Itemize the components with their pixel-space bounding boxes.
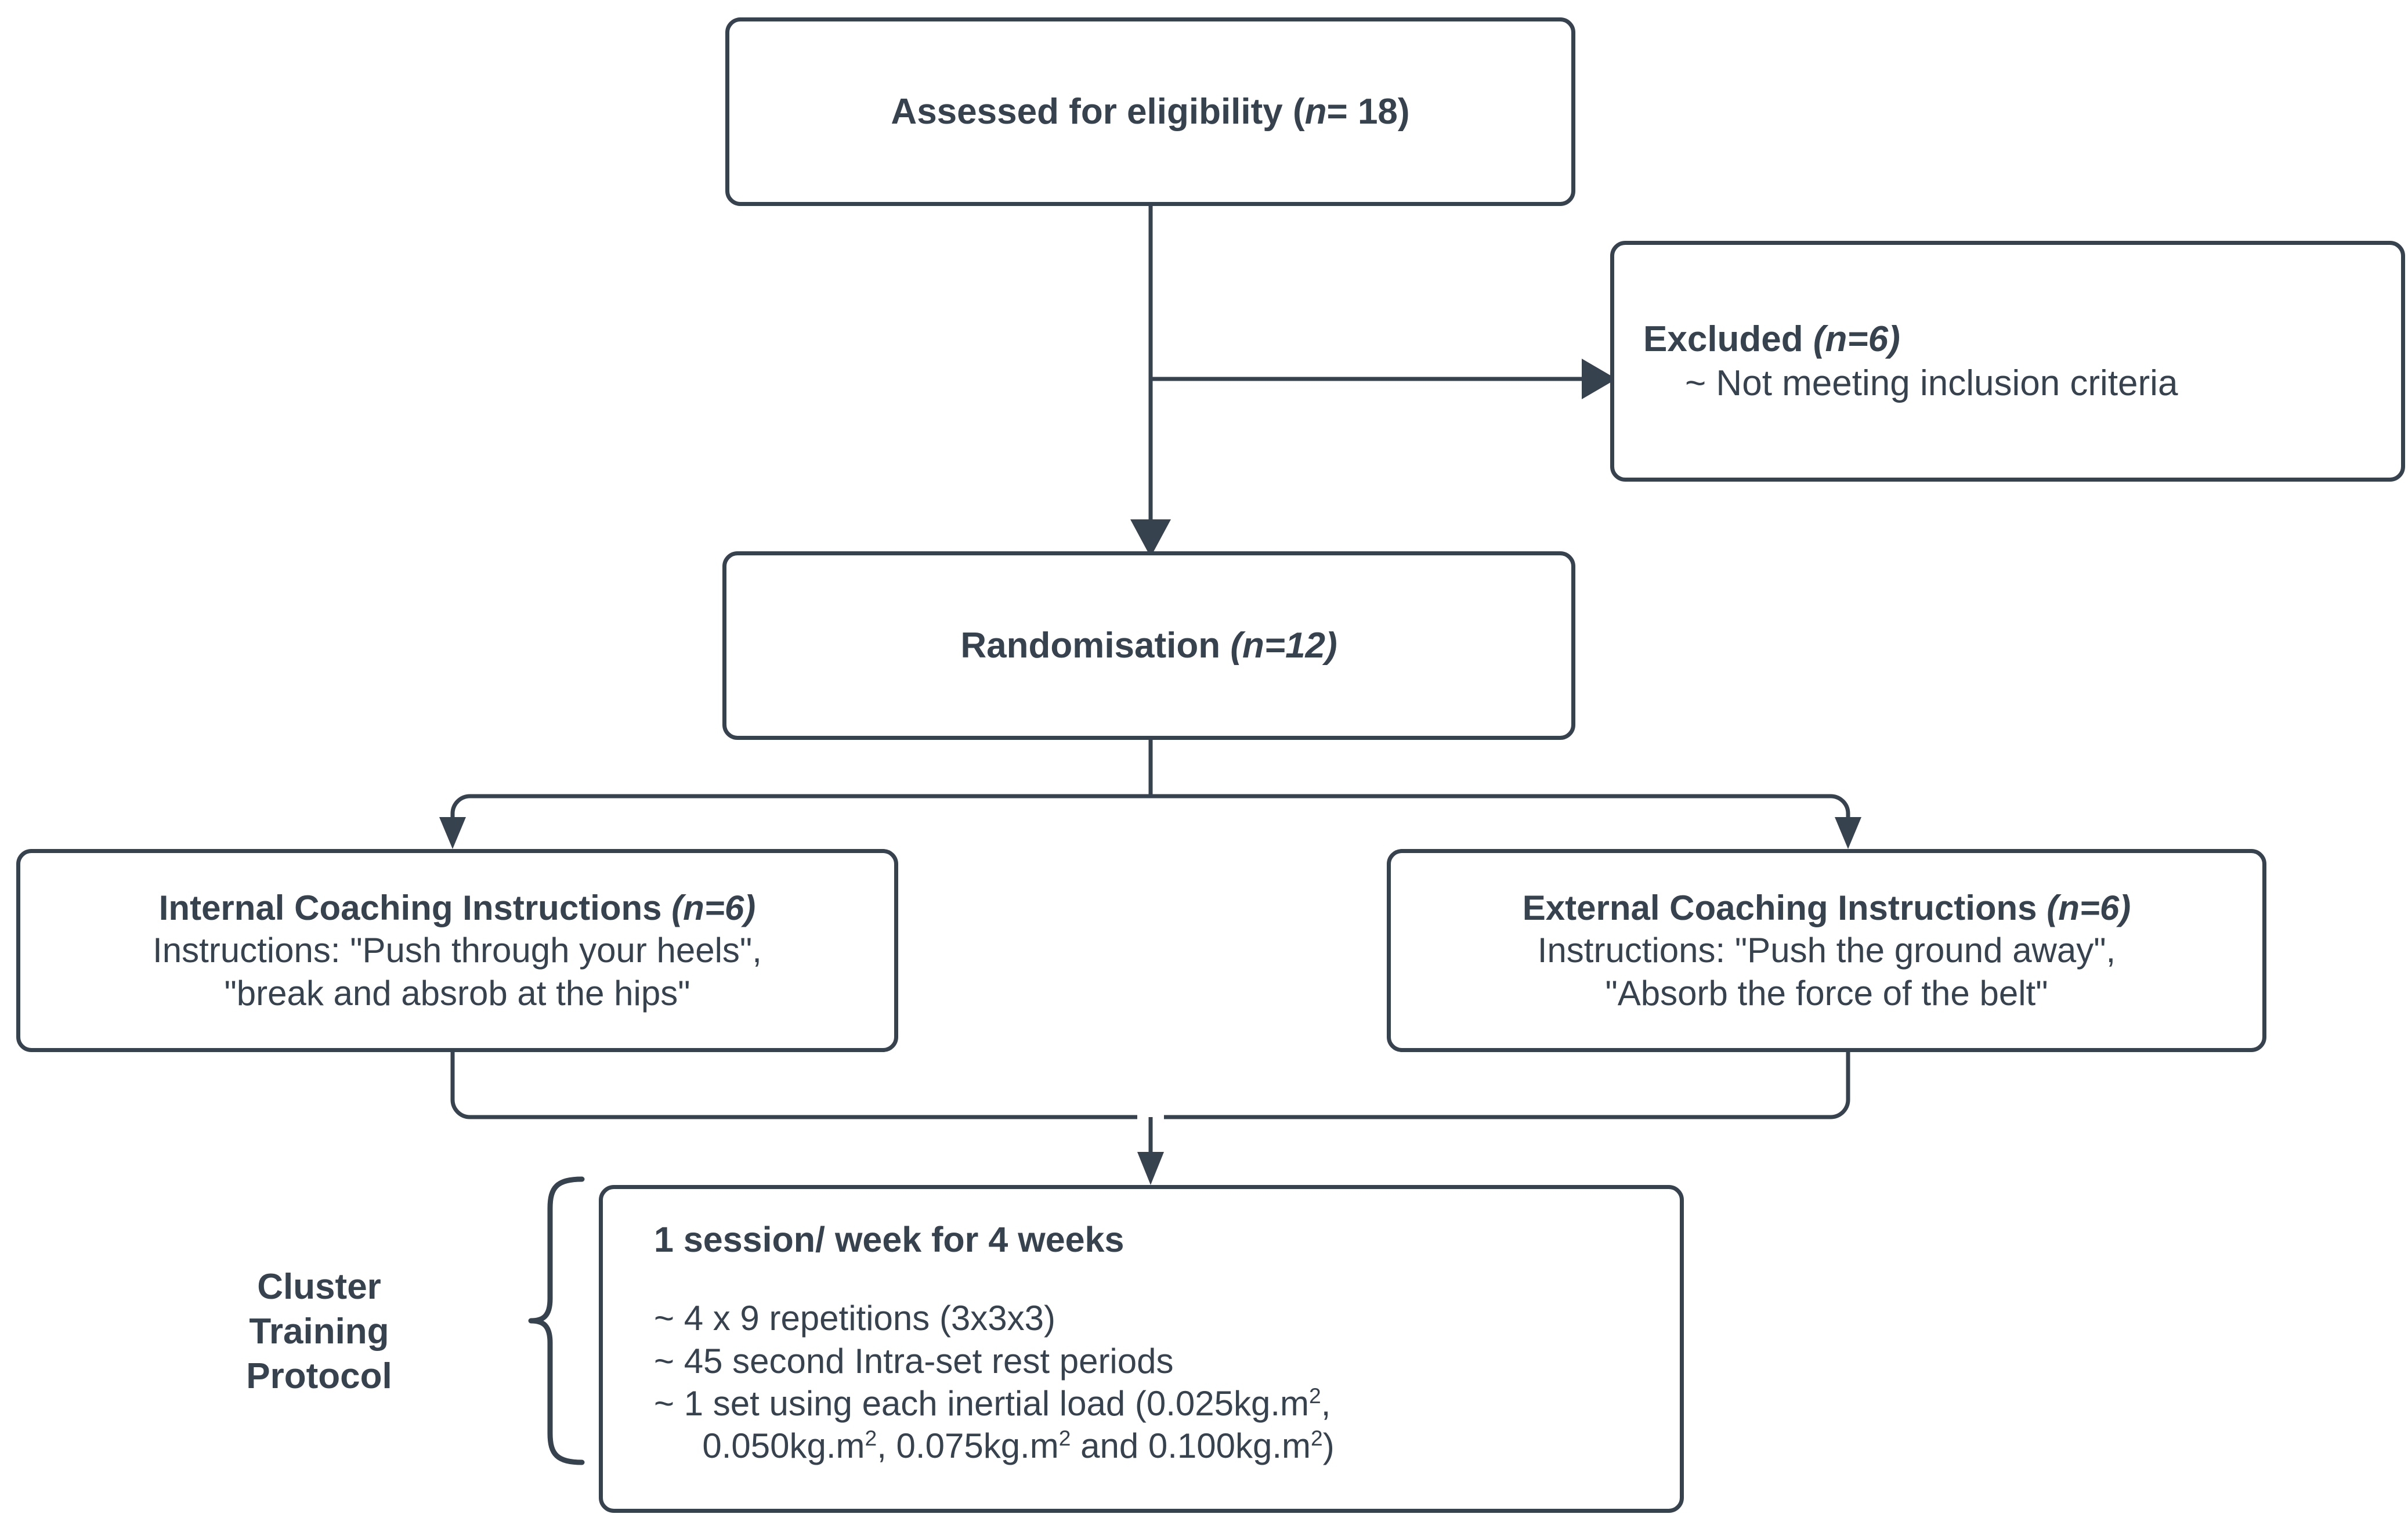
- protocol-bullet-list: ~ 4 x 9 repetitions (3x3x3) ~ 45 second …: [654, 1297, 1680, 1467]
- excluded-title-italic: (n=6): [1813, 319, 1900, 359]
- external-line-3: "Absorb the force of the belt": [1605, 973, 2048, 1013]
- protocol-bullet-4-indent: 0.050kg.m: [654, 1426, 865, 1465]
- internal-line-2: Instructions: "Push through your heels",: [153, 931, 762, 970]
- protocol-bullet-1: ~ 4 x 9 repetitions (3x3x3): [654, 1299, 1056, 1338]
- node-randomisation-text: Randomisation (n=12): [960, 624, 1337, 668]
- edge-eligibility-to-randomisation: [1130, 206, 1171, 557]
- node-excluded-title: Excluded (n=6): [1643, 317, 2384, 362]
- node-assessed-for-eligibility: Assessed for eligibility (n= 18): [725, 17, 1575, 206]
- protocol-bullet-4-text-c: and 0.100kg.m: [1071, 1426, 1311, 1465]
- external-title: External Coaching Instructions (n=6): [1523, 887, 2131, 929]
- internal-line-3: "break and absrob at the hips": [224, 973, 690, 1013]
- eligibility-italic-n: n: [1304, 91, 1327, 132]
- eligibility-bold-suffix: = 18): [1326, 91, 1410, 132]
- eligibility-bold-prefix: Assessed for eligibility (: [891, 91, 1305, 132]
- node-randomisation: Randomisation (n=12): [722, 551, 1575, 740]
- protocol-bullet-3: ~ 1 set using each inertial load (0.025k…: [654, 1382, 1680, 1425]
- external-title-bold: External Coaching Instructions: [1522, 888, 2047, 928]
- protocol-bullet-4-superscript-1: 2: [865, 1425, 877, 1450]
- protocol-bullet-3-text-b: ,: [1321, 1383, 1331, 1423]
- edge-eligibility-to-excluded: [1151, 359, 1617, 399]
- internal-title-italic: (n=6): [671, 888, 756, 928]
- protocol-bullet-4-superscript-2: 2: [1058, 1425, 1071, 1450]
- protocol-bullet-4-superscript-3: 2: [1311, 1425, 1323, 1450]
- external-title-italic: (n=6): [2047, 888, 2131, 928]
- cluster-training-protocol-label: Cluster Training Protocol: [246, 1267, 392, 1396]
- node-excluded-reason: ~ Not meeting inclusion criteria: [1685, 363, 2178, 403]
- protocol-heading: 1 session/ week for 4 weeks: [654, 1220, 1125, 1259]
- node-internal-coaching-instructions: Internal Coaching Instructions (n=6) Ins…: [16, 849, 898, 1052]
- protocol-bullet-3-text-a: ~ 1 set using each inertial load (0.025k…: [654, 1383, 1310, 1423]
- protocol-bullet-4-text-d: ): [1322, 1426, 1335, 1465]
- protocol-bullet-4-text-b: , 0.075kg.m: [877, 1426, 1059, 1465]
- protocol-bullet-2: ~ 45 second Intra-set rest periods: [654, 1341, 1174, 1381]
- randomisation-italic: (n=12): [1230, 625, 1337, 666]
- internal-title: Internal Coaching Instructions (n=6): [159, 887, 755, 929]
- excluded-title-bold: Excluded: [1643, 319, 1813, 359]
- node-eligibility-text: Assessed for eligibility (n= 18): [891, 90, 1409, 134]
- cluster-brace: [528, 1176, 585, 1465]
- protocol-bullet-3-continuation: 0.050kg.m2, 0.075kg.m2 and 0.100kg.m2): [654, 1425, 1680, 1467]
- randomisation-bold: Randomisation: [960, 625, 1231, 666]
- edge-randomisation-split: [439, 740, 1861, 849]
- edge-merge-to-protocol: [450, 1052, 1850, 1185]
- node-external-coaching-instructions: External Coaching Instructions (n=6) Ins…: [1387, 849, 2266, 1052]
- external-line-2: Instructions: "Push the ground away",: [1537, 931, 2116, 970]
- protocol-bullet-3-superscript: 2: [1309, 1383, 1321, 1408]
- internal-title-bold: Internal Coaching Instructions: [158, 888, 672, 928]
- node-cluster-training-protocol: 1 session/ week for 4 weeks ~ 4 x 9 repe…: [599, 1185, 1684, 1513]
- node-excluded: Excluded (n=6) ~ Not meeting inclusion c…: [1610, 241, 2405, 482]
